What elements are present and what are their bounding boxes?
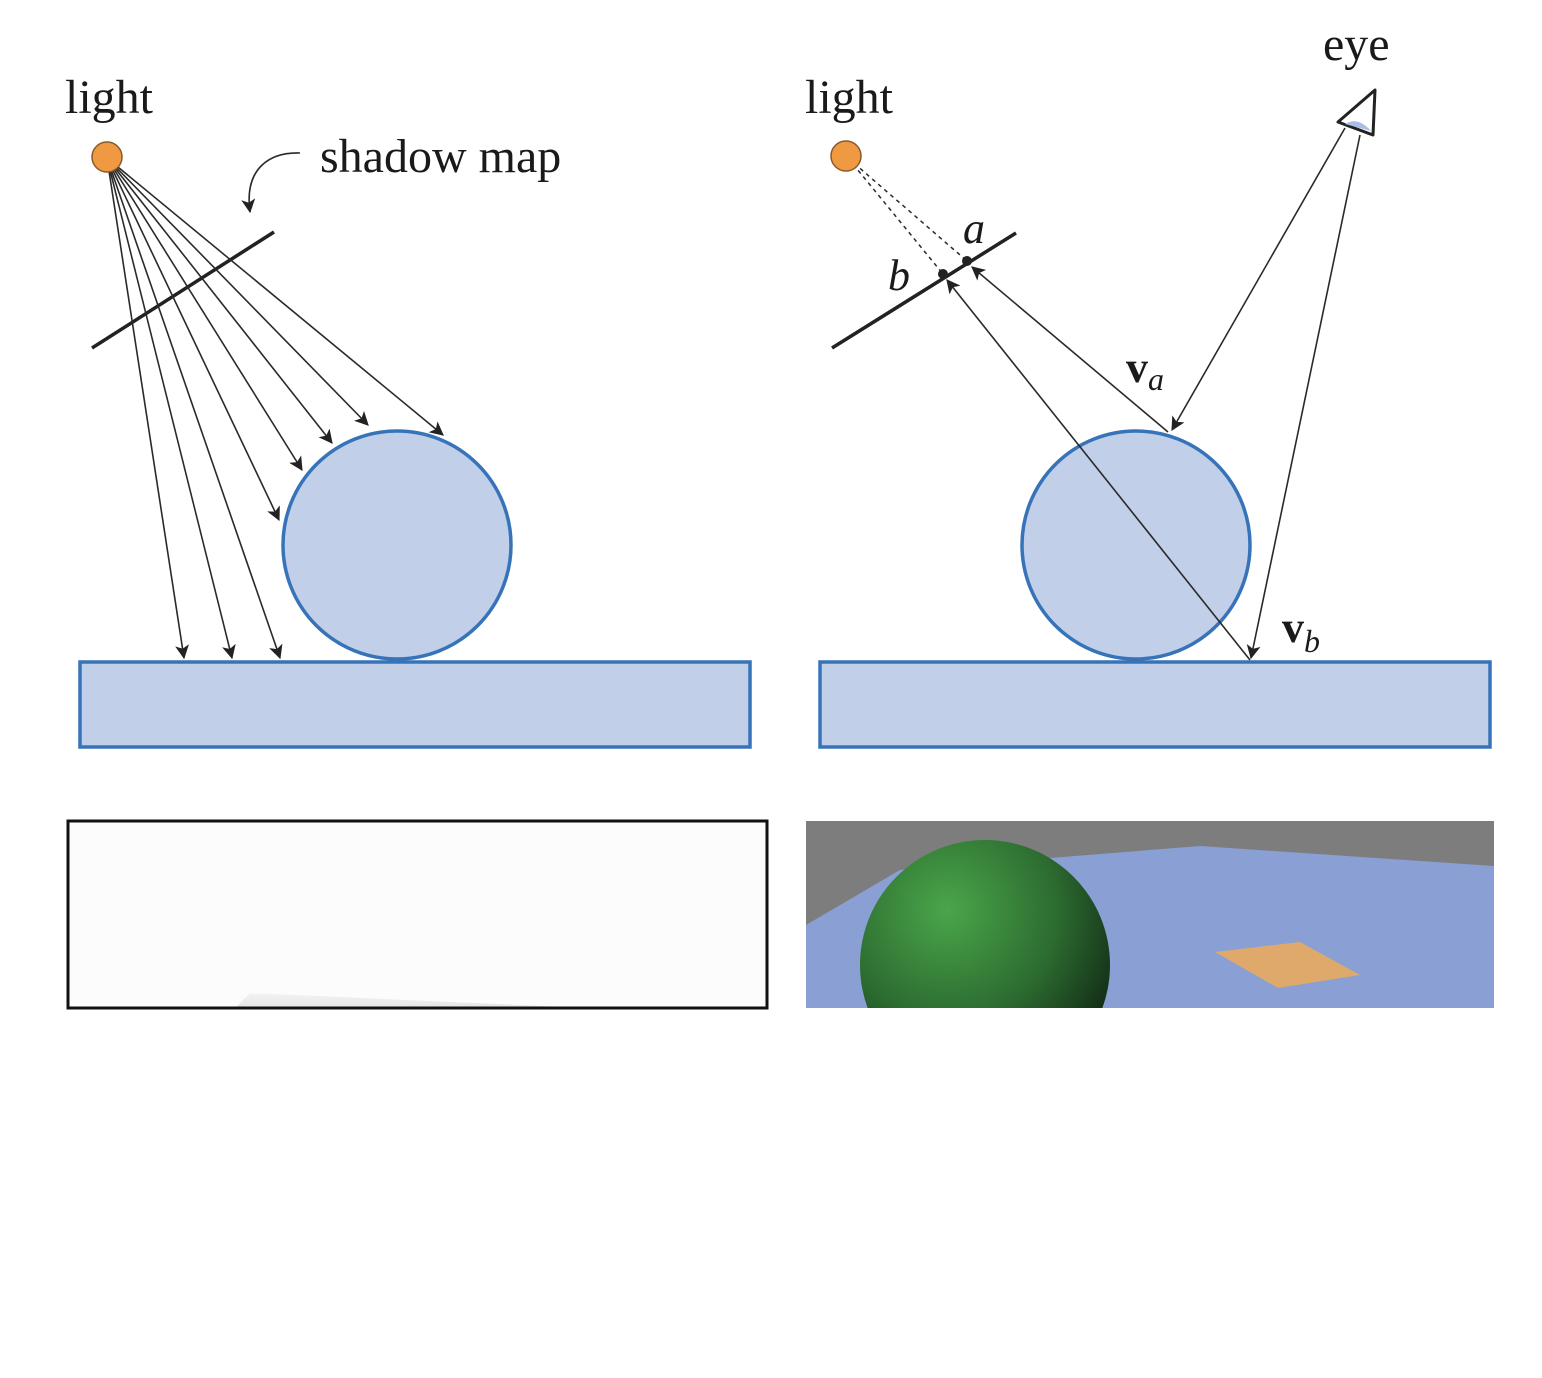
vector-vb-main: v bbox=[1282, 603, 1304, 652]
sphere bbox=[281, 429, 513, 661]
eye-ray-to-vb bbox=[1246, 134, 1361, 660]
depth-background bbox=[68, 821, 767, 1008]
depth-map-image bbox=[66, 819, 769, 1010]
light-to-b-dashed bbox=[847, 157, 944, 275]
light-label: light bbox=[805, 71, 894, 124]
ray-vb-to-b bbox=[946, 279, 1251, 661]
light-rays bbox=[106, 157, 444, 660]
light-source bbox=[91, 141, 123, 173]
light-ray bbox=[106, 157, 444, 436]
vector-va-label: va bbox=[1126, 343, 1164, 397]
shadow-map-pointer-arrow bbox=[241, 152, 301, 214]
eye-label: eye bbox=[1323, 18, 1390, 71]
light-label: light bbox=[65, 71, 154, 124]
shadow-map-label: shadow map bbox=[320, 130, 561, 183]
point-b bbox=[938, 269, 948, 279]
light-ray bbox=[106, 157, 333, 444]
render-sphere bbox=[860, 840, 1110, 1008]
vector-va-sub: a bbox=[1148, 361, 1164, 397]
depth-floor bbox=[68, 993, 767, 1008]
ground-plane bbox=[78, 660, 752, 749]
vector-va-main: v bbox=[1126, 343, 1148, 392]
sphere bbox=[1020, 429, 1252, 661]
vector-vb-label: vb bbox=[1282, 603, 1320, 659]
shadow-map-generation-diagram: light shadow map bbox=[65, 71, 752, 749]
point-a bbox=[962, 256, 972, 266]
ray-va-to-a bbox=[971, 266, 1169, 433]
light-ray bbox=[106, 157, 280, 522]
light-ray bbox=[106, 157, 303, 471]
render-box-top bbox=[1215, 942, 1360, 988]
light-ray bbox=[106, 157, 189, 660]
eye-icon bbox=[1336, 88, 1377, 137]
shadow-test-diagram: light eye a b va vb bbox=[805, 18, 1492, 749]
depth-frame bbox=[66, 819, 769, 1010]
light-ray bbox=[106, 157, 369, 426]
light-ray bbox=[106, 157, 236, 660]
light-source bbox=[830, 140, 862, 172]
ground-plane bbox=[818, 660, 1492, 749]
light-ray bbox=[106, 157, 283, 660]
vector-vb-sub: b bbox=[1304, 623, 1320, 659]
shadow-map-plane bbox=[831, 231, 1017, 350]
eye-ray-to-va bbox=[1171, 127, 1346, 432]
shadowed-render-image bbox=[806, 821, 1494, 1008]
light-to-a-dashed bbox=[847, 157, 968, 262]
shadow-map-plane bbox=[91, 230, 275, 350]
point-a-label: a bbox=[963, 204, 985, 253]
point-b-label: b bbox=[888, 251, 910, 300]
